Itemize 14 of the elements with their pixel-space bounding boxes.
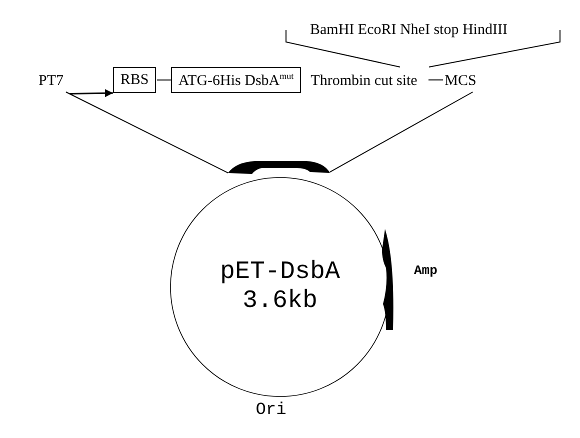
plasmid-name: pET-DsbA 3.6kb bbox=[218, 258, 342, 316]
arrow bbox=[70, 89, 114, 98]
insert-segment bbox=[226, 158, 332, 176]
gene-label: ATG-6His DsbA$^{mut}$ bbox=[178, 70, 294, 90]
label-text: Thrombin cut site bbox=[302, 70, 426, 92]
gene-box bbox=[171, 67, 301, 93]
connector-line bbox=[428, 79, 444, 80]
restriction-sites: BamHI EcoRI NheI stop HindIII bbox=[310, 22, 508, 39]
gene-label: RBS bbox=[120, 72, 149, 88]
label-text: MCS bbox=[443, 70, 478, 92]
gene-box bbox=[113, 67, 156, 93]
label-text: PT7 bbox=[34, 70, 68, 92]
gene-label: Amp bbox=[414, 263, 438, 278]
origin-label: Ori bbox=[256, 401, 286, 420]
